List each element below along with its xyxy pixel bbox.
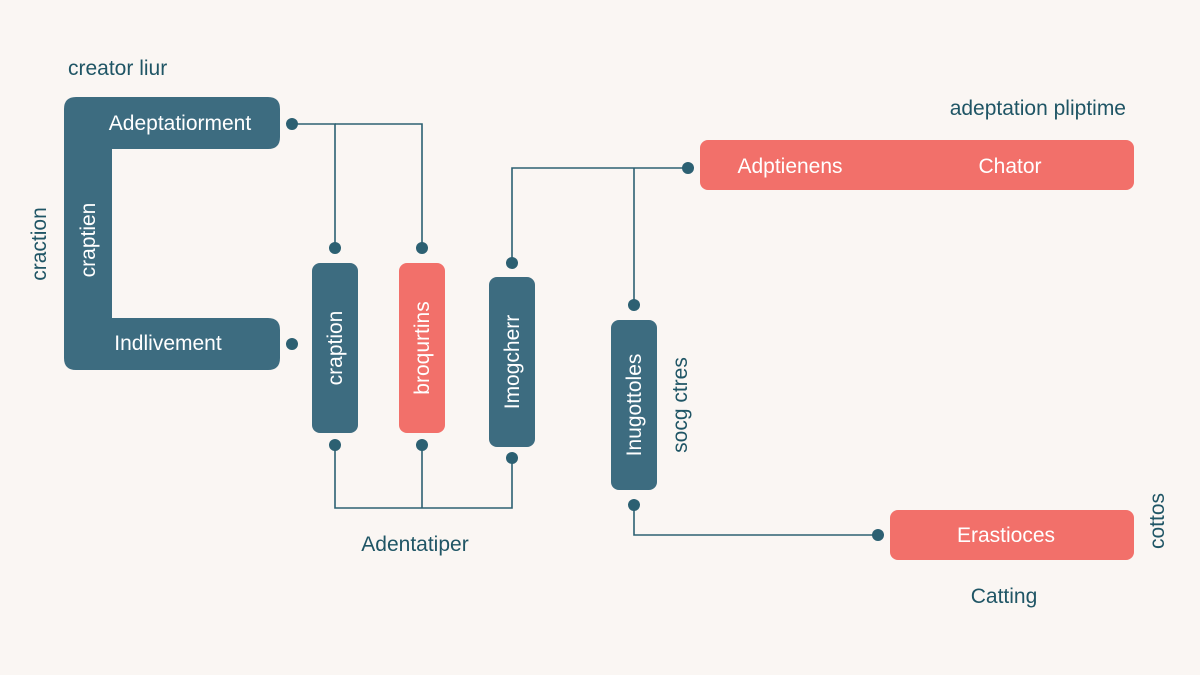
dot-pill-4-bottom	[628, 499, 640, 511]
bar-bottom: Erastioces	[890, 510, 1134, 560]
pill-inugottoles-box	[611, 320, 657, 490]
pill-imogcherr: Imogcherr	[489, 277, 535, 447]
bar-top-box	[700, 140, 1134, 190]
wire-bracket-to-pill-1	[292, 123, 336, 248]
bracket-top-label: Adeptatiorment	[109, 112, 252, 135]
wire-pills-bottom-bus	[334, 445, 513, 509]
label-bottom-center: Adentatiper	[361, 533, 468, 556]
dot-bracket-top	[286, 118, 298, 130]
label-right-vertical: cottos	[1146, 493, 1169, 549]
wire-pill-4-to-bar-bottom	[633, 505, 878, 536]
connector-lines	[292, 123, 878, 536]
bar-top: Adptienens Chator	[700, 140, 1134, 190]
pill-inugottoles: Inugottoles	[611, 320, 657, 490]
pill-broqurtins-label: broqurtins	[411, 301, 434, 394]
bar-bottom-box	[890, 510, 1134, 560]
bracket-block: Adeptatiorment craptien Indlivement	[64, 97, 280, 370]
dot-bar-bottom	[872, 529, 884, 541]
bracket-side-label: craptien	[77, 203, 100, 278]
wire-pill-3-to-bar-top	[511, 167, 688, 263]
bracket-shape	[64, 97, 280, 370]
pill-inugottoles-label: Inugottoles	[623, 354, 646, 457]
bracket-bottom-label: Indlivement	[114, 332, 222, 355]
dot-pill-1-top	[329, 242, 341, 254]
dot-pill-2-top	[416, 242, 428, 254]
pill-craption: craption	[312, 263, 358, 433]
bar-top-label-right: Chator	[978, 155, 1041, 178]
dot-bar-top	[682, 162, 694, 174]
pill-imogcherr-box	[489, 277, 535, 447]
label-top-right: adeptation pliptime	[950, 97, 1126, 120]
pill-craption-box	[312, 263, 358, 433]
label-left-vertical: craction	[28, 207, 51, 281]
pill-broqurtins: broqurtins	[399, 263, 445, 433]
label-beside-pill: socg ctres	[669, 357, 692, 453]
bar-bottom-label: Erastioces	[957, 524, 1055, 547]
label-bottom-right: Catting	[971, 585, 1038, 608]
dot-pill-4-top	[628, 299, 640, 311]
dot-bracket-bottom	[286, 338, 298, 350]
connection-dots	[286, 118, 884, 541]
dot-pill-2-bottom	[416, 439, 428, 451]
pill-craption-label: craption	[324, 311, 347, 386]
wire-bracket-to-pill-2	[335, 123, 423, 248]
dot-pill-3-top	[506, 257, 518, 269]
pill-broqurtins-box	[399, 263, 445, 433]
dot-pill-1-bottom	[329, 439, 341, 451]
label-top-left: creator liur	[68, 57, 167, 80]
pill-imogcherr-label: Imogcherr	[501, 315, 524, 410]
bar-top-label-left: Adptienens	[737, 155, 842, 178]
dot-pill-3-bottom	[506, 452, 518, 464]
